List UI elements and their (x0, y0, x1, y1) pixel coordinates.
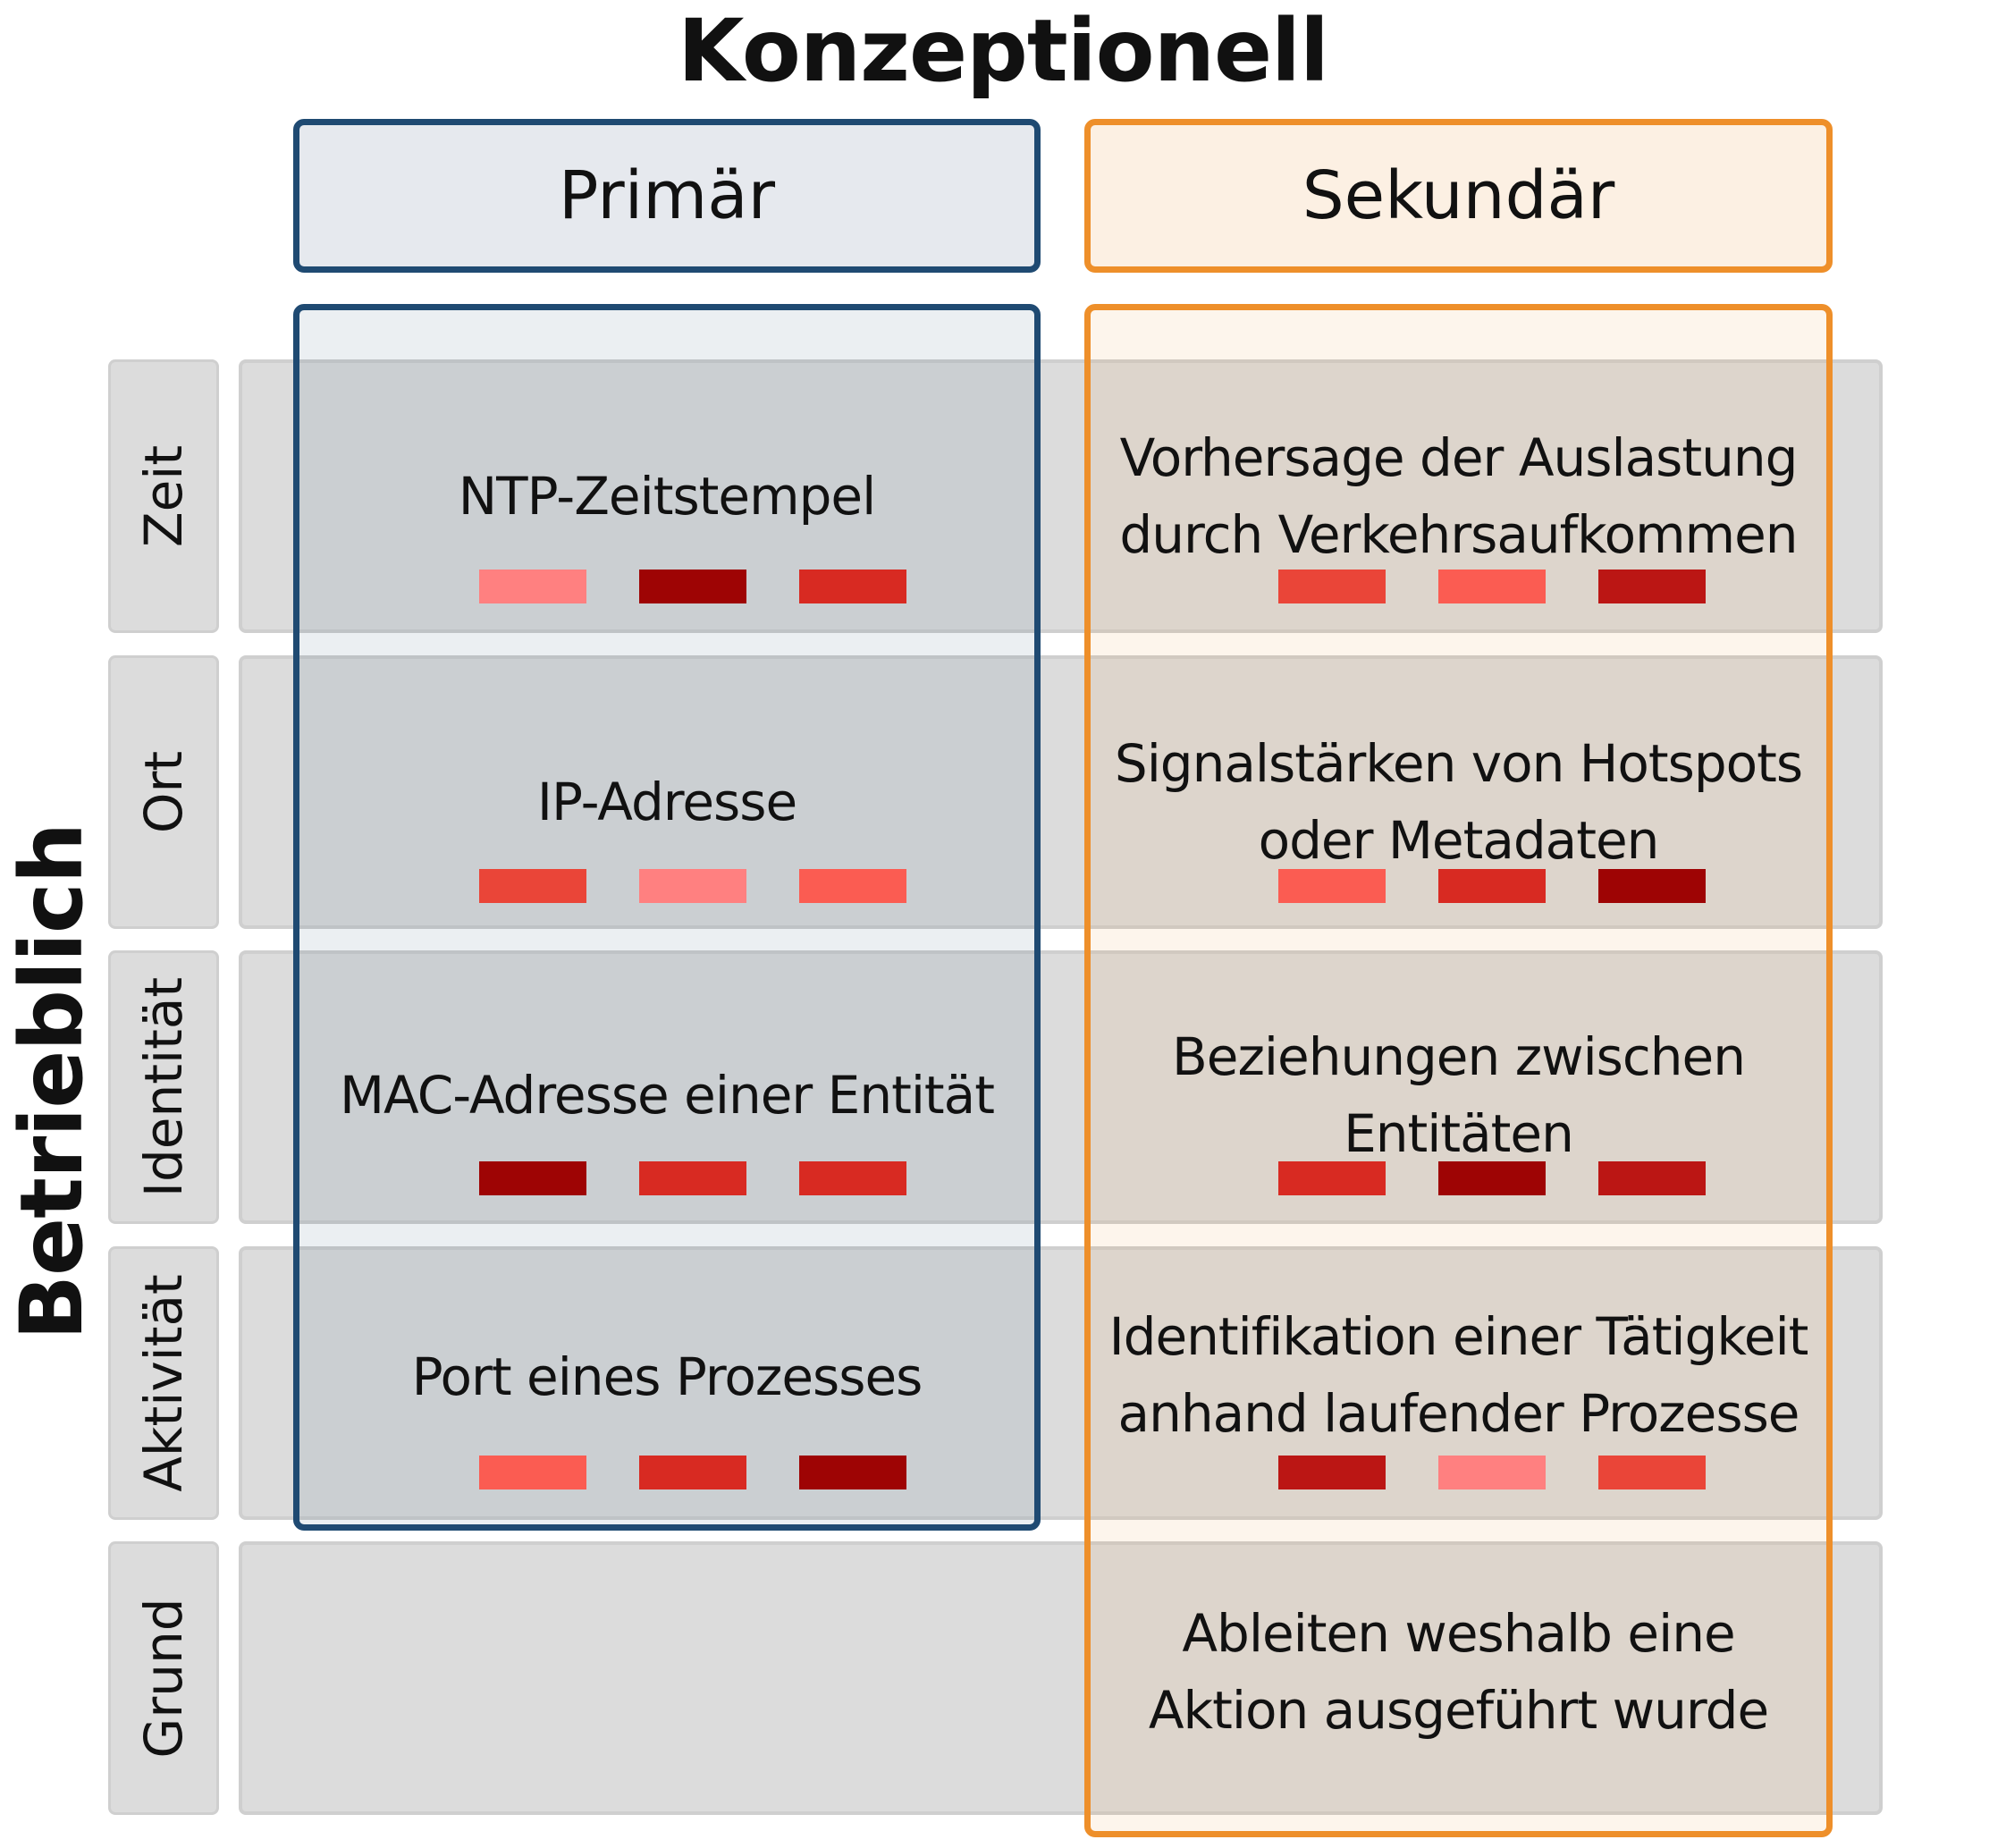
row-label-5: Grund (108, 1541, 219, 1815)
row-label-text: Identität (133, 976, 194, 1198)
intensity-swatch (479, 570, 586, 603)
cell-text-primary: NTP-Zeitstempel (458, 466, 876, 527)
intensity-swatch (1278, 570, 1386, 603)
cell-text-secondary: Beziehungen zwischen Entitäten (1172, 1026, 1746, 1164)
column-frame-primary (293, 304, 1041, 1531)
row-label-3: Identität (108, 950, 219, 1224)
row-label-4: Aktivität (108, 1246, 219, 1520)
row-label-text: Aktivität (133, 1274, 194, 1492)
intensity-swatch (1438, 1161, 1546, 1195)
intensity-swatch (1438, 570, 1546, 603)
cell-text-primary: Port eines Prozesses (411, 1346, 923, 1407)
column-header-secondary: Sekundär (1084, 119, 1833, 273)
intensity-swatch (1598, 570, 1706, 603)
intensity-swatch (1598, 869, 1706, 903)
row-band-5 (239, 1541, 1883, 1815)
row-label-text: Zeit (133, 444, 194, 548)
cell-text-secondary: Vorhersage der Auslastung durch Verkehrs… (1119, 427, 1798, 565)
intensity-swatch (479, 1456, 586, 1489)
side-axis-title: Betrieblich (2, 823, 102, 1340)
cell-text-primary: MAC-Adresse einer Entität (340, 1065, 995, 1126)
top-axis-title: Konzeptionell (678, 1, 1329, 101)
intensity-swatch (1278, 1161, 1386, 1195)
intensity-swatch (1278, 869, 1386, 903)
intensity-swatch (639, 1161, 746, 1195)
intensity-swatch (1598, 1161, 1706, 1195)
intensity-swatch (479, 869, 586, 903)
intensity-swatch (639, 1456, 746, 1489)
cell-text-secondary: Identifikation einer Tätigkeit anhand la… (1108, 1306, 1809, 1444)
row-label-2: Ort (108, 655, 219, 929)
row-label-1: Zeit (108, 359, 219, 633)
intensity-swatch (799, 1161, 906, 1195)
intensity-swatch (1438, 869, 1546, 903)
column-header-primary: Primär (293, 119, 1041, 273)
intensity-swatch (1598, 1456, 1706, 1489)
intensity-swatch (639, 570, 746, 603)
cell-text-secondary: Ableiten weshalb eine Aktion ausgeführt … (1148, 1603, 1769, 1741)
cell-text-secondary: Signalstärken von Hotspots oder Metadate… (1114, 733, 1803, 871)
intensity-swatch (799, 570, 906, 603)
row-label-text: Grund (133, 1598, 194, 1759)
intensity-swatch (639, 869, 746, 903)
side-axis-title-text: Betrieblich (2, 823, 102, 1341)
intensity-swatch (1278, 1456, 1386, 1489)
intensity-swatch (479, 1161, 586, 1195)
intensity-swatch (799, 1456, 906, 1489)
row-label-text: Ort (133, 750, 194, 834)
column-frame-secondary (1084, 304, 1833, 1837)
intensity-swatch (799, 869, 906, 903)
cell-text-primary: IP-Adresse (536, 772, 797, 832)
intensity-swatch (1438, 1456, 1546, 1489)
